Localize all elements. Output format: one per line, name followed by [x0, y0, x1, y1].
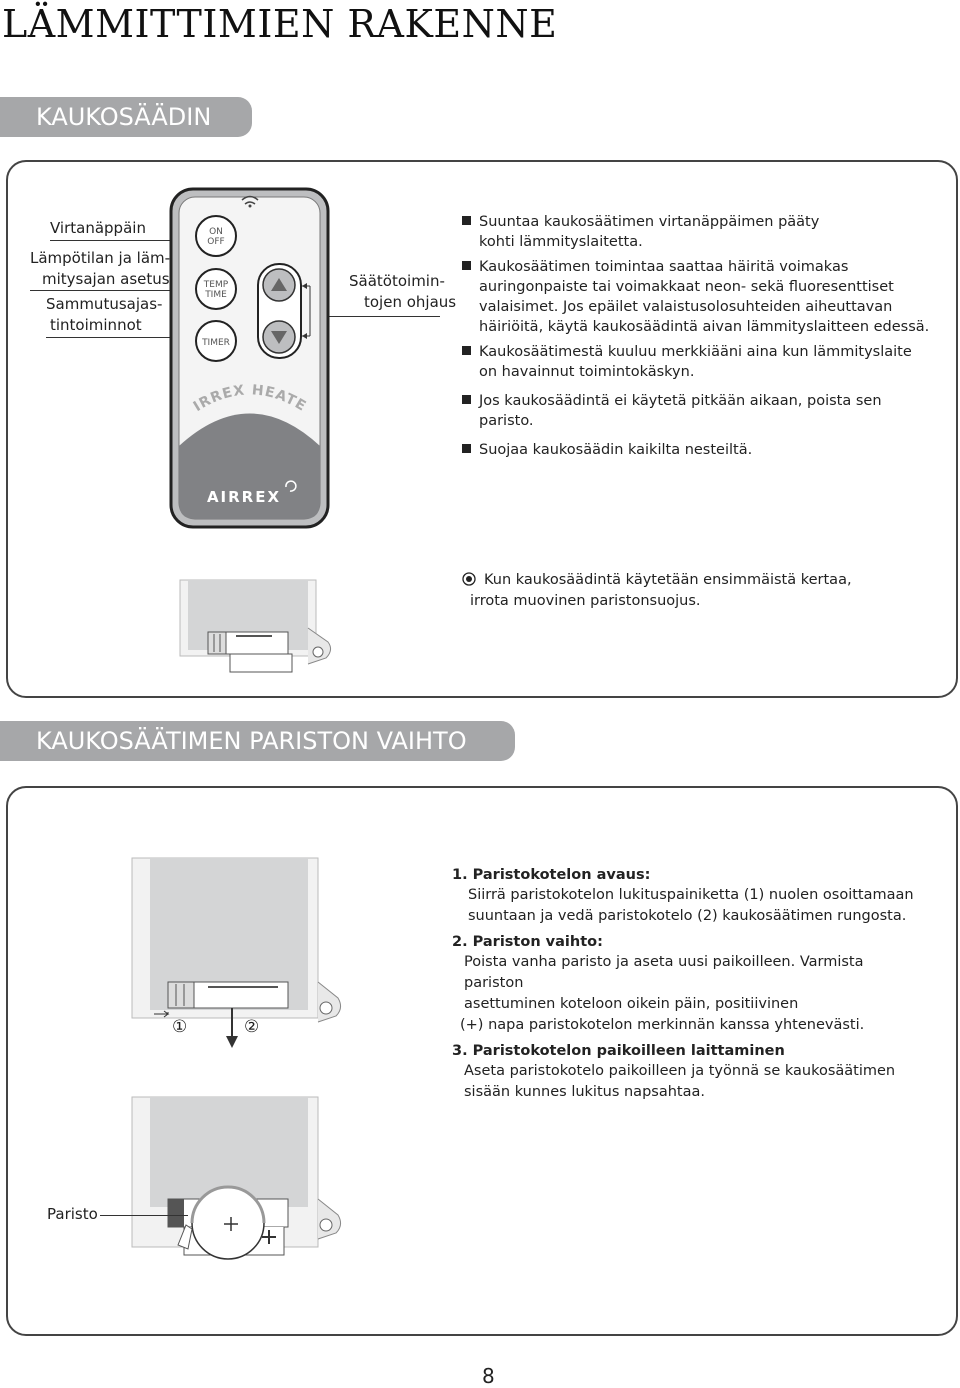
- label-temp-time-2: mitysajan asetus: [42, 270, 170, 288]
- bullet-item: Kaukosäätimen toimintaa saattaa häiritä …: [462, 257, 932, 337]
- step-line: Aseta paristokotelo paikoilleen ja työnn…: [464, 1063, 896, 1079]
- label-timer-1: Sammutusajas-: [46, 295, 163, 313]
- bullet-list: Suuntaa kaukosäätimen virtanäppäimen pää…: [462, 212, 932, 460]
- battery-insert-illustration: [131, 1096, 342, 1260]
- leader-line: [310, 316, 440, 317]
- section-heading-remote: KAUKOSÄÄDIN: [0, 97, 252, 137]
- label-timer-2: tintoiminnot: [50, 316, 142, 334]
- step-title: 1. Paristokotelon avaus:: [452, 867, 651, 883]
- remote-section-box: [6, 160, 958, 698]
- step-line: asettuminen koteloon oikein päin, positi…: [464, 996, 799, 1012]
- section-heading-battery: KAUKOSÄÄTIMEN PARISTON VAIHTO: [0, 721, 515, 761]
- leader-line: [30, 290, 200, 291]
- leader-line: [50, 240, 197, 241]
- temp-button-label: TEMP: [203, 280, 229, 290]
- step-line: (+) napa paristokotelon merkinnän kanssa…: [460, 1017, 865, 1033]
- step-line: Poista vanha paristo ja aseta uusi paiko…: [464, 954, 864, 991]
- note-line-1: Kun kaukosäädintä käytetään ensimmäistä …: [484, 572, 852, 588]
- leader-line: [46, 337, 198, 338]
- marker-1: ①: [172, 1017, 187, 1037]
- label-adjust-1: Säätötoimin-: [349, 272, 445, 290]
- note-line-2: irrota muovinen paristonsuojus.: [470, 593, 701, 609]
- battery-label: Paristo: [47, 1205, 98, 1223]
- steps-list: 1. Paristokotelon avaus: Siirrä paristok…: [452, 865, 922, 1103]
- remote-logo: AIRREX: [207, 488, 281, 506]
- bullet-item: Suuntaa kaukosäätimen virtanäppäimen pää…: [462, 212, 932, 252]
- battery-case-open-illustration: ① ②: [131, 857, 342, 1048]
- off-button-label: OFF: [207, 237, 224, 247]
- timer-button-label: TIMER: [201, 338, 230, 348]
- target-icon: [462, 572, 476, 586]
- page-number: 8: [482, 1364, 495, 1388]
- page-title: LÄMMITTIMIEN RAKENNE: [2, 2, 558, 46]
- leader-line: [100, 1215, 188, 1216]
- bullet-item: Jos kaukosäädintä ei käytetä pitkään aik…: [462, 391, 932, 431]
- step-line: sisään kunnes lukitus napsahtaa.: [464, 1084, 705, 1100]
- bullet-item: Kaukosäätimestä kuuluu merkkiääni aina k…: [462, 342, 932, 382]
- label-adjust-2: tojen ohjaus: [364, 293, 457, 311]
- step-line: suuntaan ja vedä paristokotelo (2) kauko…: [468, 908, 907, 924]
- on-button-label: ON: [209, 227, 223, 237]
- remote-control-illustration: ON OFF TEMP TIME TIMER AIRREX HEATER AIR…: [168, 186, 330, 529]
- bracket-arrows: [302, 283, 311, 339]
- label-temp-time-1: Lämpötilan ja läm-: [30, 249, 171, 267]
- marker-2: ②: [244, 1017, 259, 1037]
- label-power-button: Virtanäppäin: [50, 219, 146, 237]
- step-line: Siirrä paristokotelon lukituspainiketta …: [468, 887, 914, 903]
- step-title: 3. Paristokotelon paikoilleen laittamine…: [452, 1043, 785, 1059]
- bullet-item: Suojaa kaukosäädin kaikilta nesteiltä.: [462, 440, 932, 460]
- step-title: 2. Pariston vaihto:: [452, 934, 603, 950]
- time-button-label: TIME: [204, 290, 227, 300]
- remote-bottom-illustration: [179, 579, 332, 673]
